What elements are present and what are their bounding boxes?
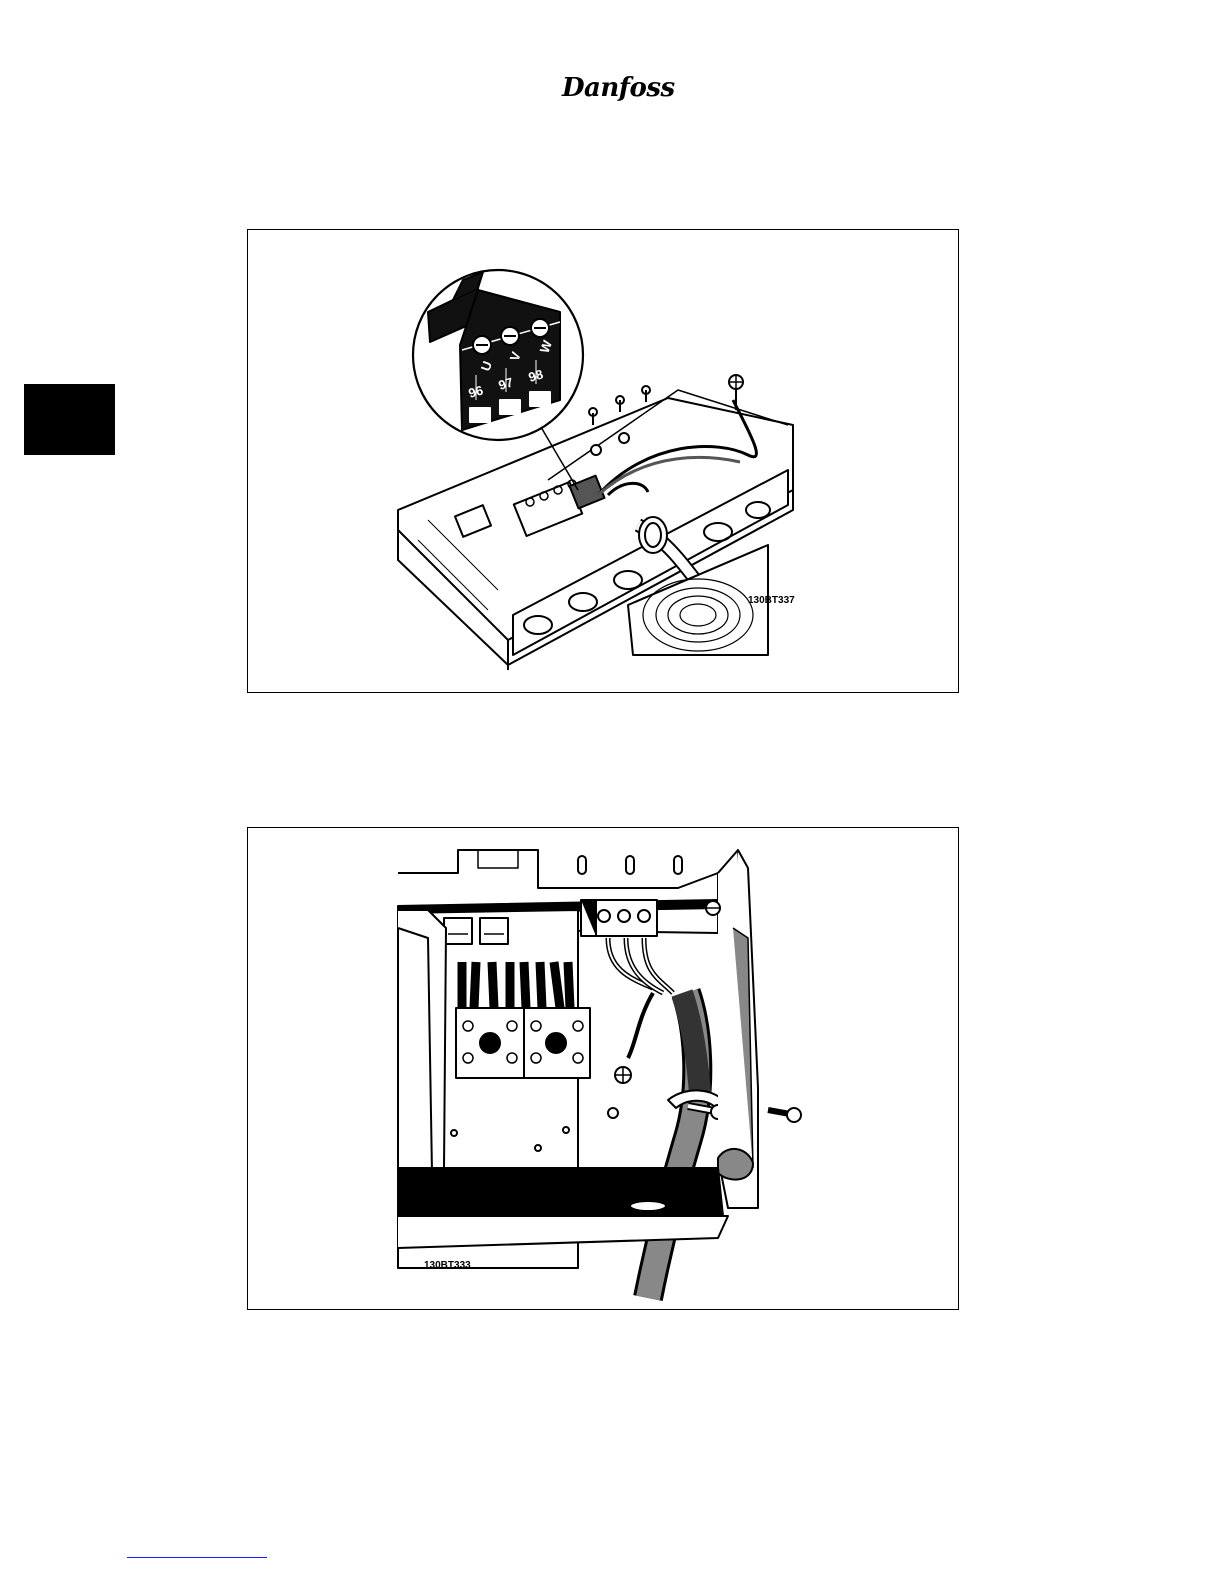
figure-motor-connection-cable-clamp: 130BT333 xyxy=(247,827,959,1310)
figure-code: 130BT333 xyxy=(424,1260,471,1271)
logo-text: Danfoss xyxy=(562,66,670,110)
figure-1-drawing: U V W 96 97 98 xyxy=(248,230,959,693)
footer-link-underline xyxy=(127,1557,267,1558)
danfoss-logo: Danfoss xyxy=(562,66,670,110)
figure-code: 130BT337 xyxy=(748,595,795,606)
figure-motor-connection-connector: U V W 96 97 98 130BT337 xyxy=(247,229,959,693)
figure-2-drawing xyxy=(248,828,959,1310)
chapter-tab xyxy=(24,384,115,455)
